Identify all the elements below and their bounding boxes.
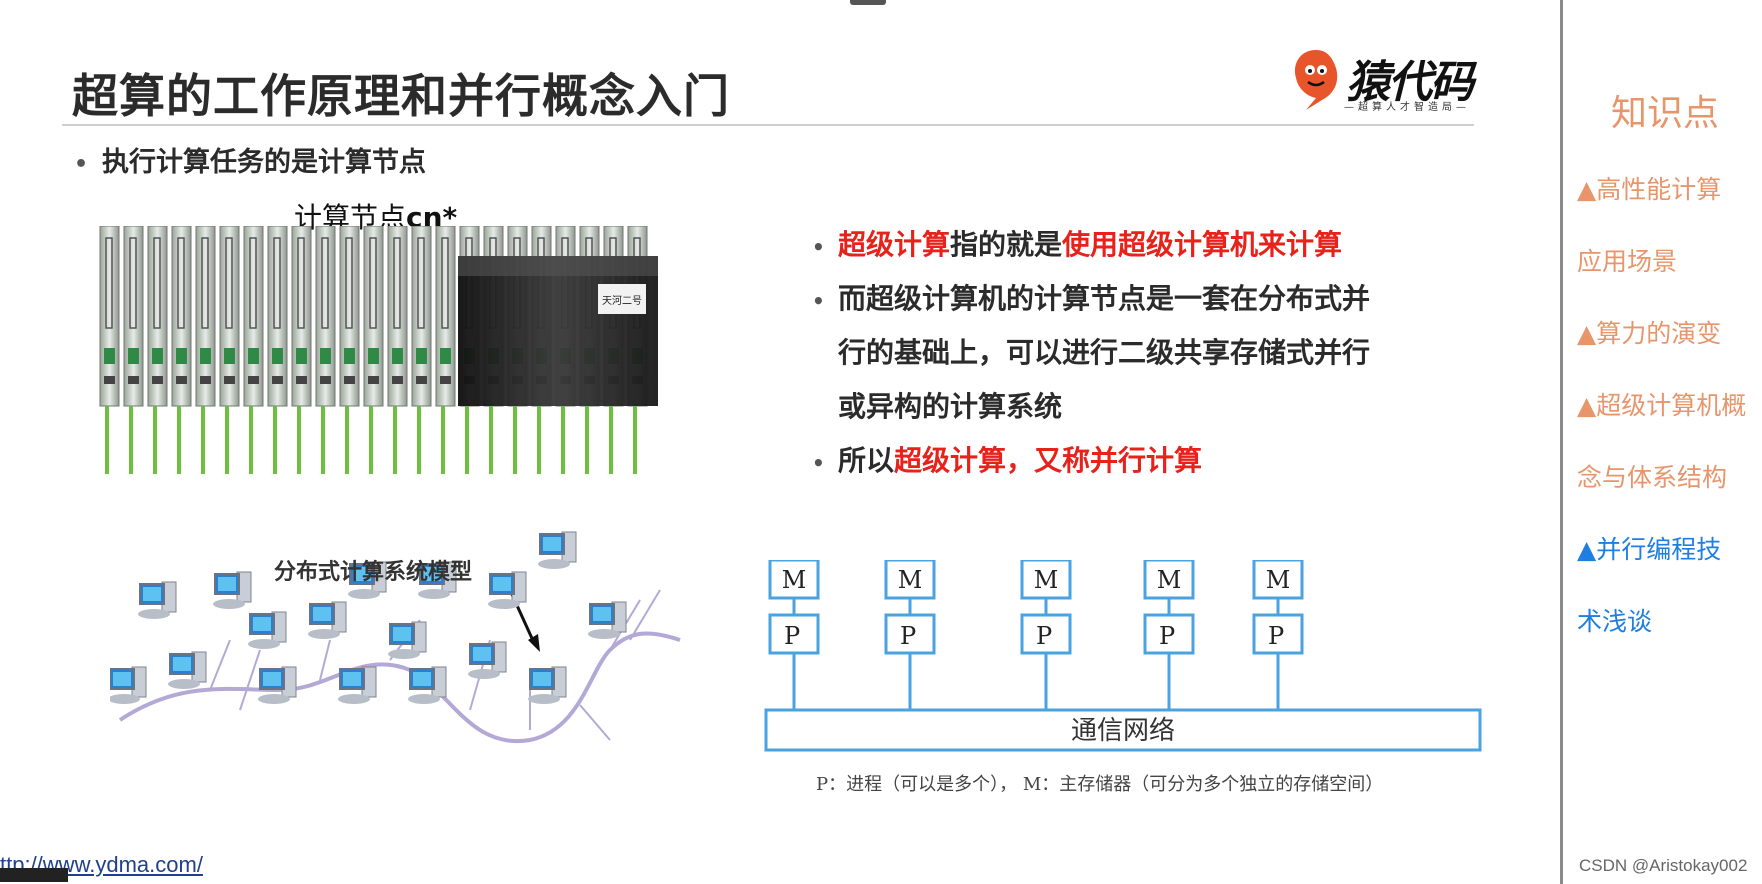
computer-icon (138, 581, 177, 619)
sidebar-item-supercomputer-cont[interactable]: 念与体系结构 (1577, 463, 1728, 492)
blade-node (99, 226, 120, 474)
point-1: • 超级计算指的就是使用超级计算机来计算 (812, 218, 1342, 274)
compute-node-rack-image: 天河二号 (99, 226, 658, 474)
sidebar-title: 知识点 (1611, 93, 1720, 134)
processor-label: P (1036, 622, 1052, 650)
sidebar-item-parallel-programming[interactable]: ▲并行编程技 (1577, 535, 1722, 564)
memory-label: M (782, 566, 807, 594)
computer-icon (528, 666, 567, 704)
brand-logo: 猿代码 —超算人才智造局— (1286, 44, 1486, 114)
slide-title: 超算的工作原理和并行概念入门 (72, 69, 730, 123)
mp-unit: MP (768, 560, 820, 710)
intro-bullet-text: 执行计算任务的是计算节点 (102, 147, 426, 178)
computer-icon (213, 571, 252, 609)
blade-node (267, 226, 288, 474)
sidebar-item-supercomputer[interactable]: ▲超级计算机概 (1577, 391, 1747, 420)
processor-label: P (900, 622, 916, 650)
sidebar-item-compute-evolution[interactable]: ▲算力的演变 (1577, 319, 1722, 348)
blade-node (363, 226, 384, 474)
monkey-logo-icon (1294, 50, 1338, 110)
point-2-line-3: 或异构的计算系统 (838, 390, 1063, 423)
sidebar-item-parallel-programming-cont[interactable]: 术浅谈 (1577, 607, 1653, 636)
logo-subtitle: —超算人才智造局— (1344, 102, 1470, 113)
blade-node (411, 226, 432, 474)
blade-node (387, 226, 408, 474)
window-drag-handle[interactable] (850, 0, 886, 5)
memory-label: M (1266, 566, 1291, 594)
blade-node (219, 226, 240, 474)
bullet-dot-icon: • (812, 289, 825, 313)
distributed-model-label: 分布式计算系统模型 (274, 560, 473, 585)
sidebar-item-hpc-cont[interactable]: 应用场景 (1577, 247, 1678, 276)
blade-node (291, 226, 312, 474)
processor-label: P (784, 622, 800, 650)
memory-label: M (898, 566, 923, 594)
mp-unit: MP (1020, 560, 1072, 710)
point-1-part-3: 使用超级计算机来计算 (1062, 228, 1343, 261)
point-2-line-1: 而超级计算机的计算节点是一套在分布式并 (838, 282, 1371, 315)
point-3: • 所以超级计算，又称并行计算 (812, 434, 1202, 490)
computer-icon (110, 666, 147, 704)
point-1-part-2: 指的就是 (950, 228, 1063, 261)
computer-icon (408, 666, 447, 704)
diagram-caption: P：进程（可以是多个）， M：主存储器（可分为多个独立的存储空间） (816, 774, 1384, 795)
mp-unit: MP (1252, 560, 1304, 710)
processor-label: P (1268, 622, 1284, 650)
bullet-dot-icon: • (812, 451, 825, 475)
blade-node (195, 226, 216, 474)
mp-unit: MP (884, 560, 936, 710)
processor-label: P (1159, 622, 1175, 650)
network-label: 通信网络 (1071, 716, 1175, 746)
blade-node (339, 226, 360, 474)
bullet-dot-icon: • (812, 235, 825, 259)
bullet-dot-icon: • (74, 152, 89, 177)
computer-icon (248, 611, 287, 649)
blade-node (171, 226, 192, 474)
rack-sign-text: 天河二号 (602, 295, 642, 307)
slide: 超算的工作原理和并行概念入门 猿代码 —超算人才智造局— • 执行计算任务的是计算… (0, 0, 1486, 882)
computer-icon (338, 666, 377, 704)
csdn-watermark: CSDN @Aristokay002 (1579, 856, 1748, 875)
title-divider (62, 124, 1474, 126)
computer-icon (418, 561, 457, 599)
distributed-network-diagram (110, 531, 681, 744)
point-2: • 而超级计算机的计算节点是一套在分布式并 (812, 272, 1370, 328)
computer-icon (388, 621, 427, 659)
blade-node (147, 226, 168, 474)
blade-node (435, 226, 456, 474)
point-3-part-2: 超级计算，又称并行计算 (894, 444, 1203, 477)
blade-node (123, 226, 144, 474)
computer-icon (588, 601, 627, 639)
blade-node (243, 226, 264, 474)
share-overlay-badge (0, 868, 68, 882)
computer-icon (488, 571, 527, 609)
computer-icon (538, 531, 577, 569)
computer-icon (468, 641, 507, 679)
point-1-part-1: 超级计算 (838, 228, 951, 261)
computer-icon (308, 601, 347, 639)
logo-text: 猿代码 (1346, 57, 1474, 108)
blade-node (315, 226, 336, 474)
panel-divider[interactable] (1560, 0, 1563, 884)
computer-icon (168, 651, 207, 689)
intro-bullet: • 执行计算任务的是计算节点 (74, 140, 426, 179)
point-2-line-2: 行的基础上，可以进行二级共享存储式并行 (838, 336, 1371, 369)
sidebar-item-hpc[interactable]: ▲高性能计算 (1577, 175, 1722, 204)
computer-icon (258, 666, 297, 704)
knowledge-sidebar: 知识点 ▲高性能计算 应用场景 ▲算力的演变 ▲超级计算机概 念与体系结构 ▲并… (1563, 0, 1762, 884)
memory-label: M (1034, 566, 1059, 594)
mp-unit: MP (1143, 560, 1195, 710)
memory-label: M (1157, 566, 1182, 594)
point-3-part-1: 所以 (838, 444, 895, 477)
computer-icon (348, 561, 387, 599)
